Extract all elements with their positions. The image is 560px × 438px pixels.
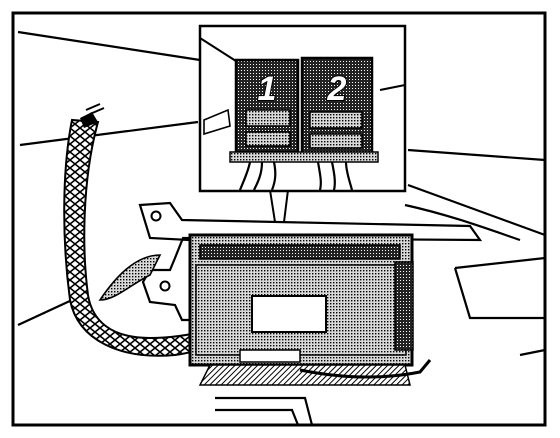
lower-body-outline (215, 396, 314, 426)
module-label-plate (251, 295, 327, 333)
connector-2-number: 2 (327, 70, 347, 108)
connector-detail-inset: 1 2 (198, 24, 407, 193)
leader-line (269, 189, 289, 223)
control-module (188, 233, 432, 386)
vehicle-body-outline (17, 30, 546, 357)
connector-1: 1 (234, 58, 300, 154)
connector-wires (238, 161, 354, 191)
connector-2: 2 (300, 56, 374, 156)
connector-1-number: 1 (258, 70, 277, 108)
